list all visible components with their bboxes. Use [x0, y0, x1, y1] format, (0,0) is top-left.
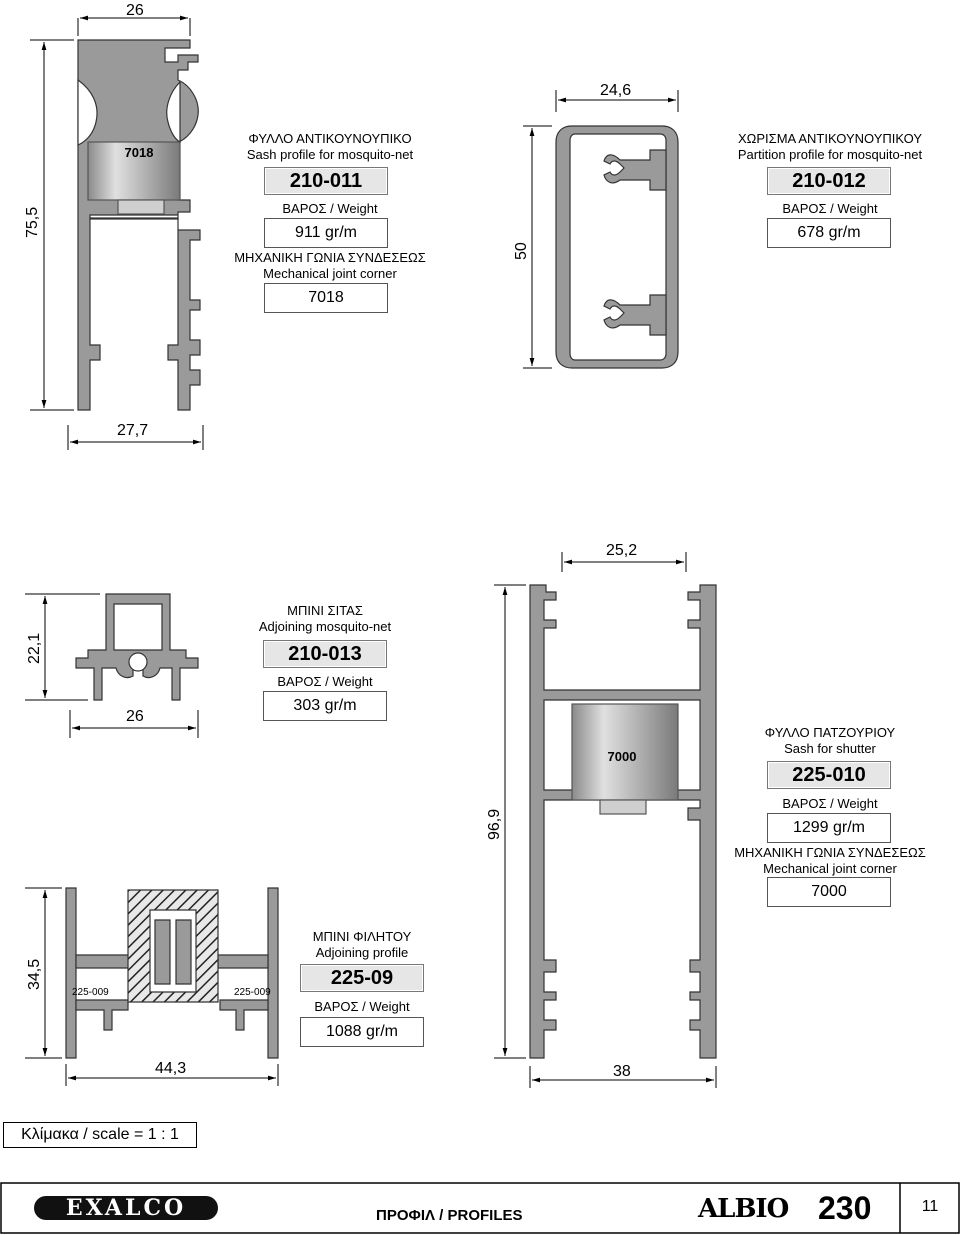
- title-gr: ΜΠΙΝΙ ΦΙΛΗΤΟΥ: [312, 929, 412, 944]
- joint-caption-p1: ΜΗΧΑΝΙΚΗ ΓΩΝΙΑ ΣΥΝΔΕΣΕΩΣ Mechanical join…: [200, 250, 460, 282]
- profile-225-09-drawing: [65, 887, 279, 1059]
- code-box-210-012: 210-012: [767, 167, 891, 195]
- exalco-logo: EXALCO: [65, 1195, 187, 1221]
- joint-gr: ΜΗΧΑΝΙΚΗ ΓΩΝΙΑ ΣΥΝΔΕΣΕΩΣ: [734, 845, 926, 860]
- caption-210-013: ΜΠΙΝΙ ΣΙΤΑΣ Adjoining mosquito-net: [215, 603, 435, 635]
- dimension-lines-p5: [25, 887, 279, 1086]
- dim-height-p3: 22,1: [26, 632, 43, 664]
- title-gr: ΧΩΡΙΣΜΑ ΑΝΤΙΚΟΥΝΟΥΠΙΚΟΥ: [737, 131, 923, 146]
- profile-225-010-drawing: [529, 584, 717, 1059]
- weight-label-en: Weight: [837, 796, 878, 811]
- code-box-210-013: 210-013: [263, 640, 387, 668]
- title-en: Partition profile for mosquito-net: [737, 147, 923, 162]
- caption-210-011: ΦΥΛΛΟ ΑΝΤΙΚΟΥΝΟΥΠΙΚΟ Sash profile for mo…: [220, 131, 440, 163]
- dim-height-p1: 75,5: [24, 206, 41, 238]
- weight-value-p4: 1299 gr/m: [767, 813, 891, 843]
- weight-label-gr: ΒΑΡΟΣ: [782, 796, 827, 811]
- dim-height-p5: 34,5: [26, 958, 43, 990]
- joint-en: Mechanical joint corner: [763, 861, 897, 876]
- insert-label-7018: 7018: [125, 145, 154, 160]
- series-name-logo: ALBIO: [698, 1194, 789, 1224]
- caption-225-010: ΦΥΛΛΟ ΠΑΤΖΟΥΡΙΟΥ Sash for shutter: [715, 725, 945, 757]
- caption-225-09: ΜΠΙΝΙ ΦΙΛΗΤΟΥ Adjoining profile: [252, 929, 472, 961]
- dim-bottom-p5: 44,3: [155, 1060, 187, 1077]
- joint-gr: ΜΗΧΑΝΙΚΗ ΓΩΝΙΑ ΣΥΝΔΕΣΕΩΣ: [234, 250, 426, 265]
- weight-label-gr: ΒΑΡΟΣ: [277, 674, 322, 689]
- title-gr: ΦΥΛΛΟ ΑΝΤΙΚΟΥΝΟΥΠΙΚΟ: [248, 131, 412, 146]
- dim-width-p4: 25,2: [606, 542, 638, 559]
- insert-label-7000: 7000: [608, 749, 637, 764]
- weight-label-en: Weight: [337, 201, 378, 216]
- weight-value-p5: 1088 gr/m: [300, 1017, 424, 1047]
- side-label-left: 225-009: [72, 987, 109, 998]
- dimension-lines-p1: [30, 15, 204, 450]
- dimension-lines-p3: [25, 593, 199, 738]
- page-number: 11: [921, 1198, 939, 1215]
- series-number: 230: [818, 1190, 872, 1226]
- profile-210-011-drawing: [77, 39, 201, 411]
- dim-height-p2: 50: [513, 242, 530, 260]
- title-en: Adjoining profile: [315, 945, 409, 960]
- dim-width-p1: 26: [126, 2, 144, 19]
- weight-label-p1: ΒΑΡΟΣ / Weight: [282, 201, 378, 216]
- title-en: Adjoining mosquito-net: [258, 619, 392, 634]
- profile-210-012-drawing: [555, 125, 679, 369]
- weight-value-p1: 911 gr/m: [264, 218, 388, 248]
- code-box-210-011: 210-011: [264, 167, 388, 195]
- joint-value-p4: 7000: [767, 877, 891, 907]
- dim-bottom-p4: 38: [613, 1063, 631, 1080]
- dimension-lines-p2: [523, 90, 679, 369]
- side-label-right: 225-009: [234, 987, 271, 998]
- dim-bottom-p1: 27,7: [117, 422, 149, 439]
- dimension-lines-p4: [494, 552, 717, 1088]
- title-gr: ΜΠΙΝΙ ΣΙΤΑΣ: [287, 603, 363, 618]
- weight-value-p2: 678 gr/m: [767, 218, 891, 248]
- weight-label-gr: ΒΑΡΟΣ: [314, 999, 359, 1014]
- footer-section: ΠΡΟΦΙΛ / PROFILES: [376, 1207, 523, 1224]
- weight-label-en: Weight: [369, 999, 410, 1014]
- joint-en: Mechanical joint corner: [263, 266, 397, 281]
- weight-label-gr: ΒΑΡΟΣ: [782, 201, 827, 216]
- title-gr: ΦΥΛΛΟ ΠΑΤΖΟΥΡΙΟΥ: [764, 725, 896, 740]
- weight-label-p2: ΒΑΡΟΣ / Weight: [782, 201, 878, 216]
- caption-210-012: ΧΩΡΙΣΜΑ ΑΝΤΙΚΟΥΝΟΥΠΙΚΟΥ Partition profil…: [715, 131, 945, 163]
- weight-label-p5: ΒΑΡΟΣ / Weight: [314, 999, 410, 1014]
- joint-value-p1: 7018: [264, 283, 388, 313]
- weight-label-en: Weight: [332, 674, 373, 689]
- scale-label: Κλίμακα / scale = 1 : 1: [3, 1122, 197, 1148]
- profile-210-013-drawing: [75, 593, 199, 701]
- title-en: Sash for shutter: [784, 741, 876, 756]
- code-box-225-09: 225-09: [300, 964, 424, 992]
- weight-label-p3: ΒΑΡΟΣ / Weight: [277, 674, 373, 689]
- weight-label-en: Weight: [837, 201, 878, 216]
- dim-width-p2: 24,6: [600, 82, 632, 99]
- weight-label-p4: ΒΑΡΟΣ / Weight: [782, 796, 878, 811]
- joint-caption-p4: ΜΗΧΑΝΙΚΗ ΓΩΝΙΑ ΣΥΝΔΕΣΕΩΣ Mechanical join…: [700, 845, 960, 877]
- code-box-225-010: 225-010: [767, 761, 891, 789]
- weight-value-p3: 303 gr/m: [263, 691, 387, 721]
- dim-height-p4: 96,9: [486, 808, 503, 840]
- weight-label-gr: ΒΑΡΟΣ: [282, 201, 327, 216]
- title-en: Sash profile for mosquito-net: [246, 147, 414, 162]
- dim-width-p3: 26: [126, 708, 144, 725]
